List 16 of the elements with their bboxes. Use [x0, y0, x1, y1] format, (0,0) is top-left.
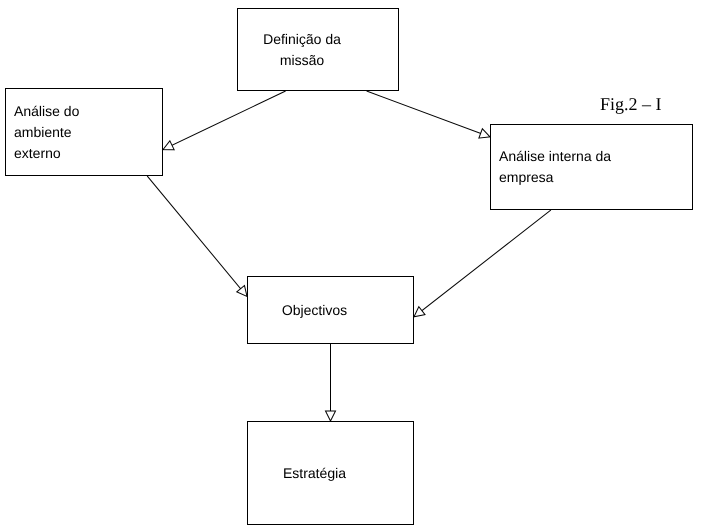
box-label: Definição da missão [262, 30, 342, 70]
process-box [490, 124, 693, 210]
box-label: Análise interna da empresa [499, 147, 612, 187]
box-label: Objectivos [282, 300, 348, 320]
process-box [5, 88, 163, 176]
box-label: Estratégia [282, 464, 346, 483]
box-label: Análise do ambiente externo [14, 102, 80, 162]
arrow [414, 210, 552, 318]
figure-caption: Fig.2 – I [600, 94, 662, 115]
process-box [237, 8, 399, 91]
arrow [366, 90, 490, 139]
arrow [146, 176, 248, 297]
arrow [325, 344, 336, 422]
process-box [247, 276, 414, 344]
process-box [247, 421, 414, 525]
arrow [162, 90, 286, 150]
